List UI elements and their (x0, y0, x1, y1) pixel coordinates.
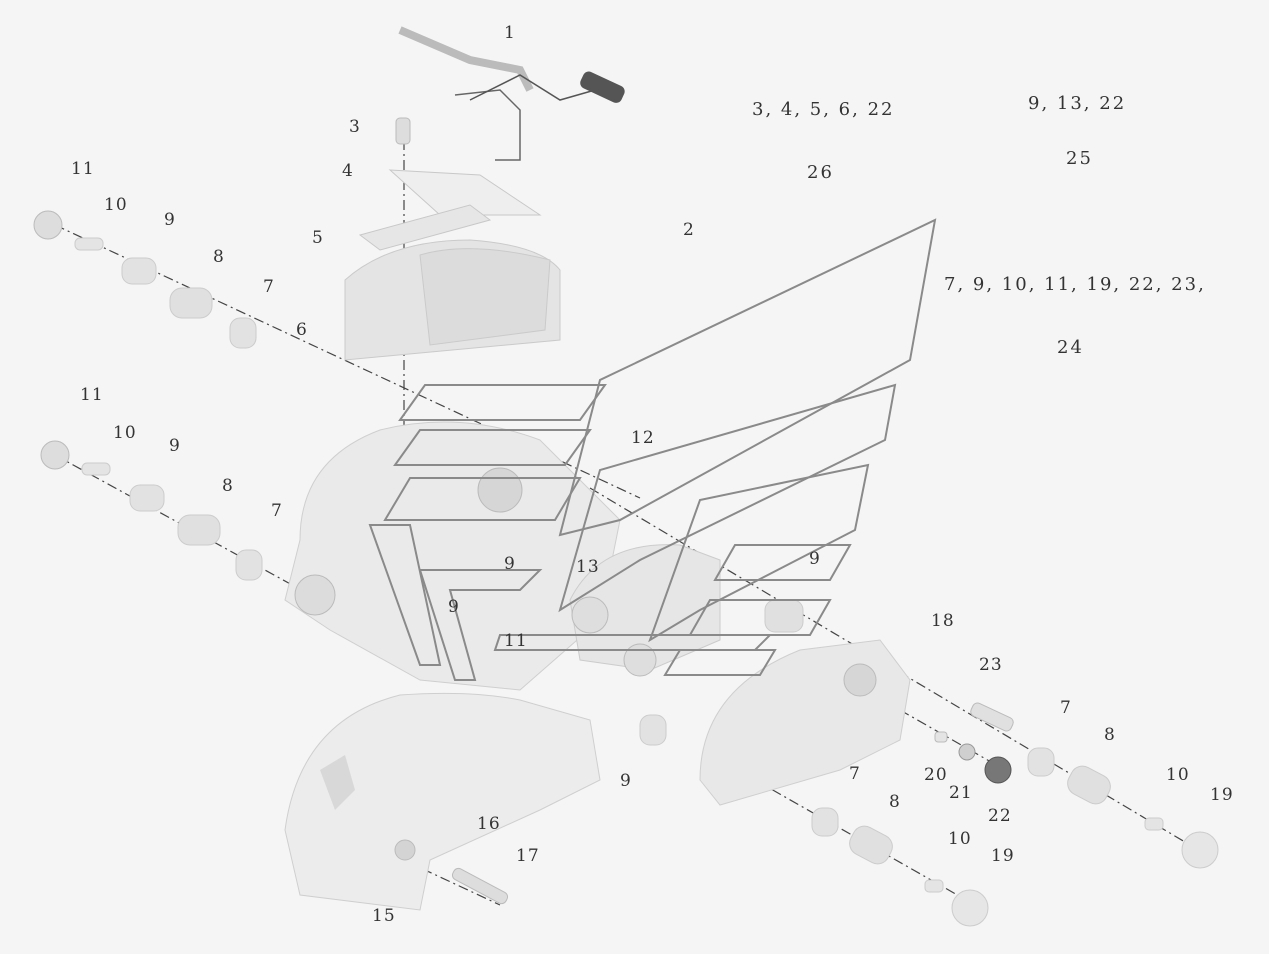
callout-12: 12 (631, 428, 655, 448)
callout-20: 20 (924, 765, 948, 785)
callout-9: 9 (809, 549, 821, 569)
group-note-6: 24 (1057, 337, 1084, 358)
caliper-carrier (284, 692, 601, 911)
callout-6: 6 (296, 320, 308, 340)
callout-15: 16 (477, 814, 501, 834)
callout-18: 18 (931, 611, 955, 631)
callout-1: 1 (504, 23, 516, 43)
wear-sensor-cable (398, 26, 625, 161)
callout-3: 3 (349, 117, 361, 137)
pad-retainer (358, 169, 542, 251)
callout-7: 7 (1060, 698, 1072, 718)
callout-9: 9 (504, 554, 516, 574)
callout-8: 8 (222, 476, 234, 496)
callout-10: 10 (948, 829, 972, 849)
callout-11: 11 (71, 159, 95, 179)
callout-9: 9 (169, 436, 181, 456)
group-note-4: 25 (1066, 148, 1093, 169)
lower-pin-stack (40, 440, 263, 581)
seal-and-cap (934, 702, 1014, 784)
callout-5: 5 (312, 228, 324, 248)
caliper-housing (284, 421, 621, 691)
callout-7: 7 (849, 764, 861, 784)
callout-23: 23 (979, 655, 1003, 675)
callout-7: 7 (263, 277, 275, 297)
callout-8: 8 (889, 792, 901, 812)
callout-17: 17 (516, 846, 540, 866)
adjuster-mechanism (569, 544, 804, 677)
watermark-logo (368, 218, 937, 681)
callout-9: 9 (620, 771, 632, 791)
retaining-pin (395, 117, 411, 145)
callout-2: 2 (683, 220, 695, 240)
callout-8: 8 (1104, 725, 1116, 745)
bottom-pin-stack (811, 807, 989, 927)
callout-19: 19 (991, 846, 1015, 866)
axis-line-small (899, 709, 1006, 771)
group-note-2: 26 (807, 162, 834, 183)
callout-10: 10 (104, 195, 128, 215)
callout-21: 21 (949, 783, 973, 803)
group-note-5: 7, 9, 10, 11, 19, 22, 23, (944, 274, 1206, 295)
callout-9: 9 (164, 210, 176, 230)
callout-22: 22 (988, 806, 1012, 826)
callout-19: 19 (1210, 785, 1234, 805)
chamber-housing (639, 639, 911, 806)
callout-8: 8 (213, 247, 225, 267)
callout-10: 10 (113, 423, 137, 443)
upper-pin-stack (33, 210, 257, 349)
callout-4: 4 (342, 161, 354, 181)
callout-13: 13 (576, 557, 600, 577)
callout-7: 7 (271, 501, 283, 521)
group-note-3: 9, 13, 22 (1028, 93, 1127, 114)
right-pin-stack (1027, 747, 1219, 869)
brake-pads (344, 239, 561, 361)
callout-11: 11 (80, 385, 104, 405)
callout-11: 11 (504, 631, 528, 651)
callout-16: 15 (372, 906, 396, 926)
callout-10: 10 (1166, 765, 1190, 785)
callout-9: 9 (448, 597, 460, 617)
group-note-1: 3, 4, 5, 6, 22 (752, 99, 895, 120)
